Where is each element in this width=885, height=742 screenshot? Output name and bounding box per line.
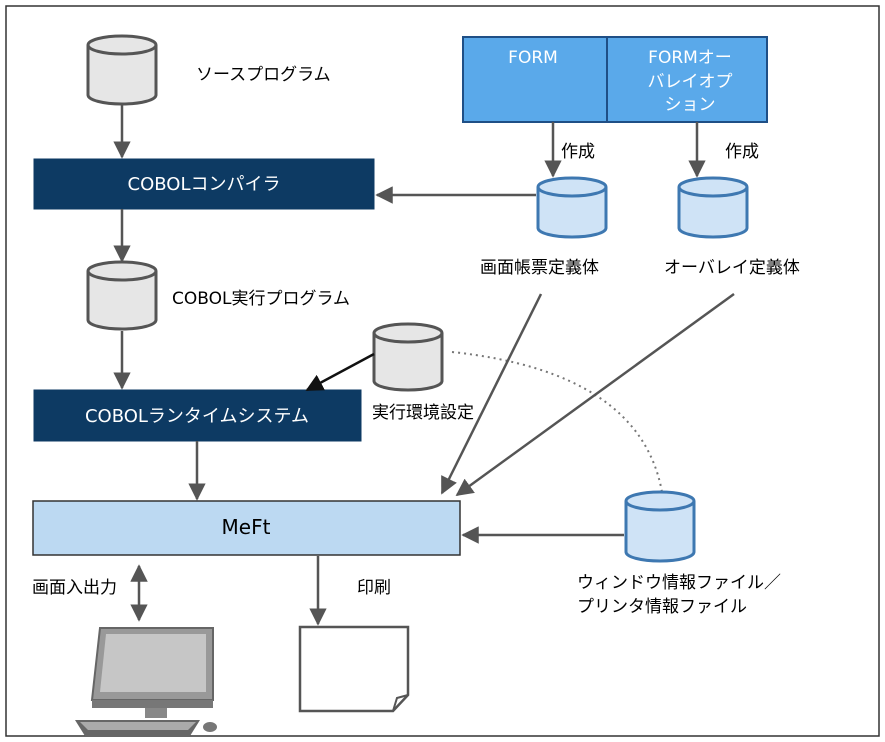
arrow-overlay-def-to-meft <box>455 292 735 497</box>
form-label: FORM <box>508 48 558 68</box>
meft-label: MeFt <box>222 515 271 539</box>
form-overlay-label-line2: バレイオプ <box>648 72 733 92</box>
create-right-label: 作成 <box>725 142 759 162</box>
cobol-compiler-box <box>33 158 375 210</box>
source-program-db <box>86 34 158 106</box>
print-label: 印刷 <box>357 578 391 598</box>
screen-form-def-label: 画面帳票定義体 <box>480 258 599 278</box>
document-icon <box>298 625 410 713</box>
source-program-label: ソースプログラム <box>196 65 331 85</box>
meft-box <box>32 500 461 556</box>
computer-icon <box>75 627 217 736</box>
window-info-label-line2: プリンタ情報ファイル <box>577 597 747 617</box>
screen-form-def-db <box>536 176 608 239</box>
form-overlay-label-line3: ション <box>665 95 716 115</box>
form-overlay-label-line1: FORMオー <box>648 48 732 68</box>
cobol-compiler-label: COBOLコンパイラ <box>128 174 281 195</box>
window-info-label-line1: ウィンドウ情報ファイル／ <box>577 573 781 593</box>
cobol-exec-program-db <box>86 260 158 331</box>
env-settings-label: 実行環境設定 <box>372 403 474 423</box>
dotted-link-env-window <box>451 351 663 493</box>
overlay-def-label: オーバレイ定義体 <box>664 258 800 278</box>
window-info-db <box>624 490 696 563</box>
arrow-env-to-runtime <box>305 352 375 392</box>
form-overlay-option-box <box>606 36 768 123</box>
form-box <box>462 36 608 123</box>
screen-io-label: 画面入出力 <box>32 578 117 598</box>
overlay-def-db <box>677 176 749 239</box>
create-left-label: 作成 <box>561 142 595 162</box>
cobol-exec-program-label: COBOL実行プログラム <box>172 289 350 309</box>
cobol-runtime-label: COBOLランタイムシステム <box>85 406 309 427</box>
cobol-runtime-box <box>33 389 362 442</box>
arrow-screen-def-to-meft <box>440 293 543 495</box>
env-settings-db <box>372 322 444 392</box>
